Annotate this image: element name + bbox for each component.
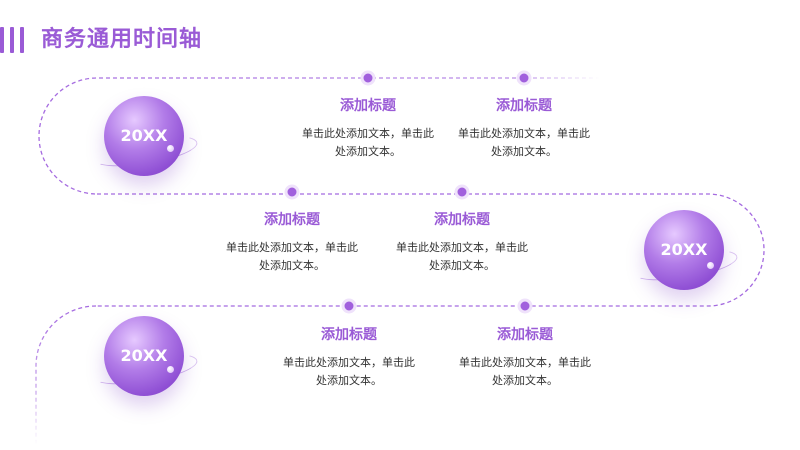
timeline-dot	[360, 70, 376, 86]
item-text: 单击此处添加文本，单击此处添加文本。	[283, 356, 415, 387]
timeline-dot	[454, 184, 470, 200]
timeline-dot	[341, 298, 357, 314]
item-title: 添加标题	[496, 98, 552, 114]
timeline-path-top	[38, 77, 600, 195]
year-sphere: 20XX	[104, 316, 184, 396]
item-text: 单击此处添加文本，单击此处添加文本。	[459, 356, 591, 387]
item-title: 添加标题	[434, 212, 490, 228]
timeline-dot	[516, 70, 532, 86]
orbit-moon	[167, 366, 174, 373]
item-text: 单击此处添加文本，单击此处添加文本。	[302, 127, 434, 158]
year-label: 20XX	[120, 346, 168, 365]
orbit-moon	[167, 145, 174, 152]
item-text: 单击此处添加文本，单击此处添加文本。	[396, 241, 528, 272]
year-label: 20XX	[660, 240, 708, 259]
timeline-item: 添加标题 单击此处添加文本，单击此处添加文本。	[279, 325, 419, 390]
item-text: 单击此处添加文本，单击此处添加文本。	[226, 241, 358, 272]
timeline-path-bottom	[35, 305, 97, 445]
year-label: 20XX	[120, 126, 168, 145]
timeline-path-middle	[96, 193, 765, 307]
year-sphere: 20XX	[644, 210, 724, 290]
timeline-dots	[284, 70, 533, 314]
year-sphere: 20XX	[104, 96, 184, 176]
item-title: 添加标题	[340, 98, 396, 114]
orbit-moon	[707, 262, 714, 269]
timeline-item: 添加标题 单击此处添加文本，单击此处添加文本。	[392, 210, 532, 275]
item-title: 添加标题	[497, 327, 553, 343]
page-title: 商务通用时间轴	[41, 27, 203, 52]
timeline-item: 添加标题 单击此处添加文本，单击此处添加文本。	[222, 210, 362, 275]
item-title: 添加标题	[264, 212, 320, 228]
timeline-item: 添加标题 单击此处添加文本，单击此处添加文本。	[455, 325, 595, 390]
timeline-item: 添加标题 单击此处添加文本，单击此处添加文本。	[454, 96, 594, 161]
item-text: 单击此处添加文本，单击此处添加文本。	[458, 127, 590, 158]
timeline-dot	[284, 184, 300, 200]
timeline-item: 添加标题 单击此处添加文本，单击此处添加文本。	[298, 96, 438, 161]
timeline-dot	[517, 298, 533, 314]
item-title: 添加标题	[321, 327, 377, 343]
